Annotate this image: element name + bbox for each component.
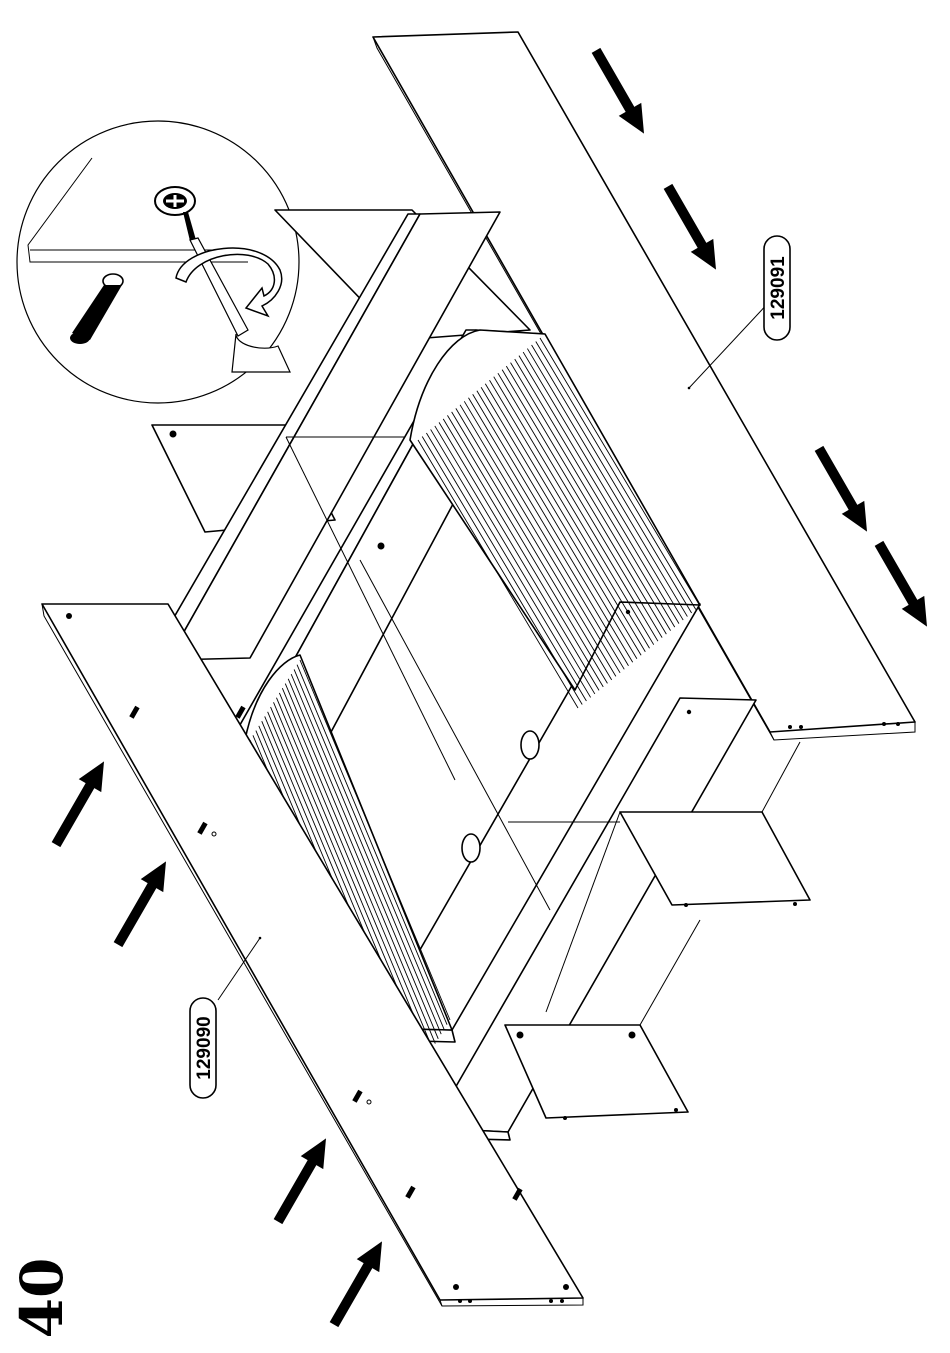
detail-callout [17,121,299,403]
press-arrow-icon [45,755,116,851]
press-arrow-icon [808,442,879,538]
press-arrow-icon [585,44,656,140]
press-arrow-icon [657,180,728,276]
press-arrow-icon [868,537,939,633]
press-arrow-icon [267,1132,338,1228]
part-label-129091: 129091 [764,236,790,340]
part-label-129090: 129090 [190,998,216,1098]
press-arrow-icon [107,855,178,951]
part-code-129091: 129091 [768,256,789,320]
step-number: 40 [8,1258,76,1339]
screw-head-icon [155,187,195,215]
part-code-129090: 129090 [194,1016,215,1079]
press-arrow-icon [323,1235,394,1331]
